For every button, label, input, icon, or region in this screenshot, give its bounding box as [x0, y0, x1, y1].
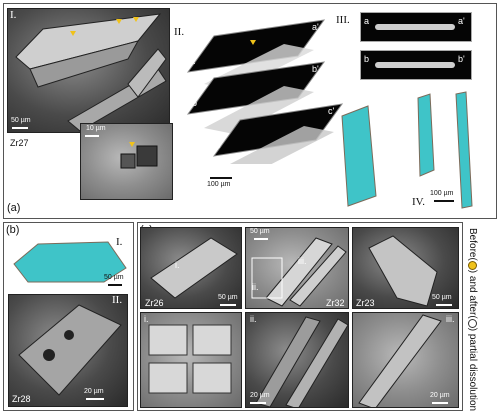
ct-slice-stack: [186, 19, 344, 164]
side-caption-mid: ) and after(: [467, 269, 478, 319]
a-III-label-b: b: [364, 54, 370, 64]
b-II-crystal-graphic: [18, 304, 122, 396]
panel-c: [137, 222, 463, 411]
b-II-roman: II.: [112, 294, 123, 306]
c-bottom-3-scale-bar: [432, 402, 448, 404]
panel-a-tag: (a): [7, 202, 21, 214]
a-I-inset-scale-bar: [85, 135, 99, 137]
a-II-label-c-prime: c': [328, 106, 335, 116]
a-IV-scale-bar: [434, 200, 454, 202]
c-top-1-sem: [140, 227, 242, 309]
c-top-3-scale-bar: [436, 304, 452, 306]
pits-graphic: [120, 145, 158, 169]
panel-a: [3, 3, 497, 219]
c-top-2-sample: Zr32: [326, 298, 345, 308]
c-bottom-2-texture: [255, 316, 348, 407]
b-II-scale-bar: [86, 398, 104, 400]
a-II-label-b: b: [192, 98, 198, 108]
c-bottom-3-texture: [358, 314, 442, 407]
a-III-slice-a: [360, 12, 472, 42]
b-II-sample-label: Zr28: [12, 394, 31, 404]
a-III-label-a-prime: a': [458, 16, 465, 26]
c-bottom-2-scale-label: 20 µm: [250, 392, 270, 399]
side-caption: Before( ) and after( ) partial dissolution: [467, 228, 478, 411]
c-top-3-sample: Zr23: [356, 298, 375, 308]
side-caption-before: Before(: [467, 228, 478, 261]
a-II-label-a: a: [190, 56, 196, 66]
arrow-marker-3: [133, 17, 139, 22]
c-bottom-3-scale-label: 20 µm: [430, 392, 450, 399]
c-top-1-scale-bar: [220, 304, 236, 306]
arrow-marker-2: [116, 19, 122, 24]
c-bottom-3-sem: [352, 312, 459, 408]
a-II-scale-label: 100 µm: [207, 181, 231, 188]
c-top-1-sample: Zr26: [145, 298, 164, 308]
side-caption-end: ) partial dissolution: [467, 327, 478, 412]
a-I-sem-image: [7, 8, 170, 133]
c-bottom-1-roman: i.: [144, 314, 149, 324]
a-II-scale-bar: [210, 177, 232, 179]
a-II-label-c: c: [216, 140, 221, 150]
c-top-1-roman: i.: [175, 260, 180, 270]
c-bottom-3-roman: iii.: [446, 314, 455, 324]
a-III-label-a: a: [364, 16, 370, 26]
c-top-2-crystals: [251, 237, 347, 307]
b-I-roman: I.: [116, 236, 123, 248]
a-II-arrow-marker: [250, 40, 256, 45]
c-top-2-roman-b: iii.: [298, 256, 307, 266]
panel-b: [3, 222, 134, 411]
a-II-label-a-prime: a': [312, 22, 319, 32]
b-I-scale-label: 50 µm: [104, 274, 124, 281]
after-marker-icon: [468, 318, 478, 328]
b-II-sem-image: [8, 294, 128, 407]
b-I-scale-bar: [108, 284, 122, 286]
a-I-sample-label: Zr27: [10, 138, 29, 148]
c-top-2-roman-a: ii.: [252, 282, 259, 292]
a-IV-scale-label: 100 µm: [430, 190, 454, 197]
a-III-label-b-prime: b': [458, 54, 465, 64]
a-I-roman: I.: [10, 9, 17, 21]
zircon-crystals-graphic: [15, 13, 167, 132]
a-II-roman: II.: [174, 26, 185, 38]
a-I-scale-bar: [12, 127, 28, 129]
b-I-3d-render: [13, 241, 127, 283]
before-marker-icon: [468, 260, 478, 270]
c-bottom-2-roman: ii.: [250, 314, 257, 324]
c-top-1-crystal: [150, 237, 238, 299]
c-top-2-scale-bar: [254, 238, 268, 240]
panel-b-tag: (b): [6, 224, 20, 236]
arrow-marker-1: [70, 31, 76, 36]
a-I-inset-sem: [80, 123, 173, 200]
a-III-slice-b: [360, 50, 472, 80]
a-IV-3d-renders: [341, 91, 473, 209]
b-II-scale-label: 20 µm: [84, 388, 104, 395]
c-bottom-2-sem: [245, 312, 349, 408]
a-I-inset-scale-label: 10 µm: [86, 125, 106, 132]
c-top-3-crystal: [368, 235, 438, 307]
c-bottom-1-sem: [140, 312, 242, 408]
c-top-3-sem: [352, 227, 459, 309]
a-IV-roman: IV.: [412, 196, 425, 208]
c-top-2-sem: [245, 227, 349, 309]
c-bottom-1-texture: [148, 324, 232, 394]
a-III-roman: III.: [336, 14, 350, 26]
c-top-3-scale-label: 50 µm: [432, 294, 452, 301]
a-I-scale-label: 50 µm: [11, 117, 31, 124]
a-II-label-b-prime: b': [312, 64, 319, 74]
inset-arrow-marker: [129, 142, 135, 147]
c-bottom-2-scale-bar: [250, 402, 266, 404]
c-top-1-scale-label: 50 µm: [218, 294, 238, 301]
c-top-2-inset-scale-label: 50 µm: [250, 228, 270, 235]
